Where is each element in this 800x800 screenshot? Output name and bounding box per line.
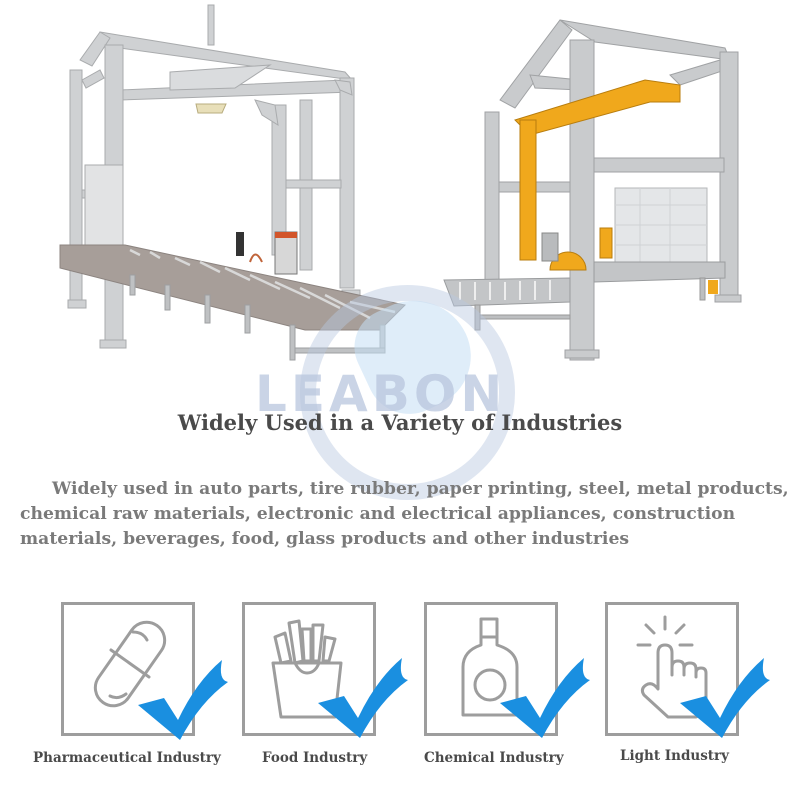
- checkmark-icon: [500, 658, 590, 738]
- machine-photo-right: [443, 19, 742, 361]
- section-heading: Widely Used in a Variety of Industries: [177, 410, 623, 435]
- checkmark-icon: [318, 658, 408, 738]
- bottle-icon: [461, 617, 519, 717]
- pill-icon: [93, 620, 167, 708]
- section-description: Widely used in auto parts, tire rubber, …: [20, 479, 789, 549]
- checkmark-icon: [680, 658, 770, 738]
- industry-label-light: Light Industry: [620, 748, 729, 764]
- industry-card-chemical: [424, 602, 558, 736]
- tap-hand-icon: [636, 615, 708, 719]
- industry-label-chemical: Chemical Industry: [424, 750, 564, 766]
- industry-label-food: Food Industry: [262, 750, 368, 766]
- machine-photo-left: [59, 4, 407, 361]
- industry-label-pharmaceutical: Pharmaceutical Industry: [33, 750, 221, 766]
- watermark-brand: LEABON: [255, 365, 507, 423]
- checkmark-icon: [138, 660, 228, 740]
